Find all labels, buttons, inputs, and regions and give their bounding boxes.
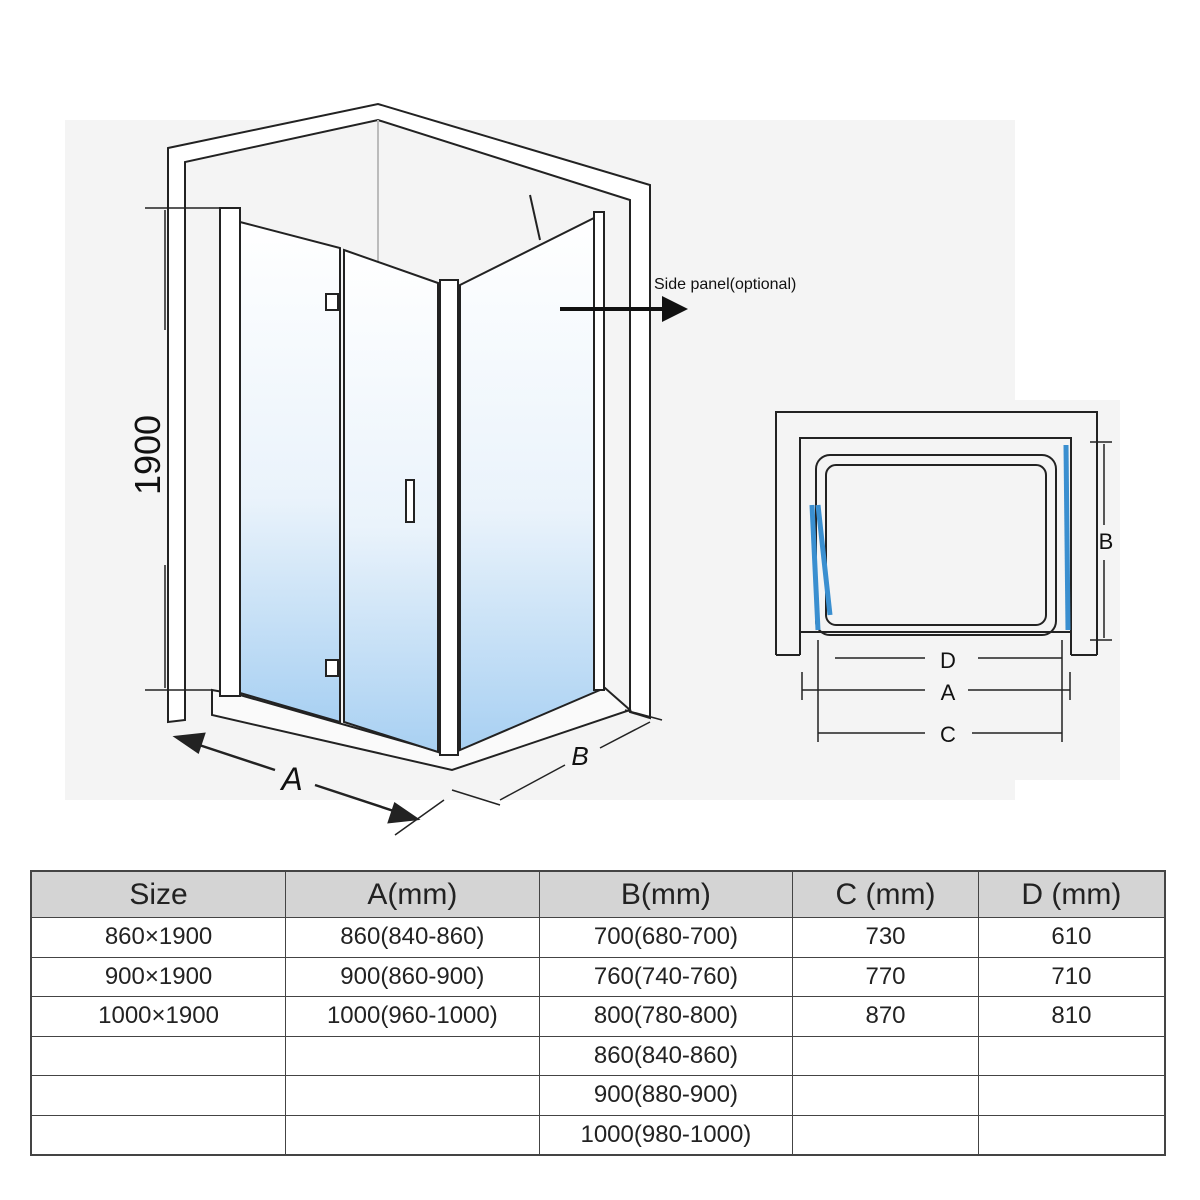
table-cell: 730	[792, 917, 979, 958]
header-size: Size	[30, 870, 287, 918]
table-cell: 710	[977, 956, 1166, 997]
table-cell: 900×1900	[30, 956, 287, 997]
table-cell	[285, 1114, 540, 1156]
table-cell: 860(840-860)	[285, 917, 540, 958]
header-b: B(mm)	[538, 870, 794, 918]
table-cell	[977, 1035, 1166, 1076]
plan-label-c: C	[940, 722, 956, 747]
table-cell	[30, 1114, 287, 1156]
table-row: 1000(980-1000)	[30, 1114, 1166, 1156]
table-cell: 860×1900	[30, 917, 287, 958]
table-cell: 760(740-760)	[538, 956, 794, 997]
table-cell	[977, 1075, 1166, 1116]
plan-label-b: B	[1099, 529, 1114, 554]
height-dimension	[145, 207, 222, 691]
shower-tray	[211, 686, 632, 772]
table-cell	[285, 1075, 540, 1116]
plan-label-d: D	[940, 648, 956, 673]
plan-label-a: A	[941, 680, 956, 705]
door-panels	[219, 194, 605, 756]
depth-dimension	[451, 709, 663, 806]
table-cell: 900(860-900)	[285, 956, 540, 997]
table-cell: 610	[977, 917, 1166, 958]
table-cell	[30, 1035, 287, 1076]
table-cell: 810	[977, 996, 1166, 1037]
table-header-row: Size A(mm) B(mm) C (mm) D (mm)	[30, 870, 1166, 918]
table-cell	[792, 1075, 979, 1116]
table-cell	[30, 1075, 287, 1116]
depth-label-b: B	[571, 741, 588, 771]
table-cell	[977, 1114, 1166, 1156]
table-cell	[792, 1035, 979, 1076]
table-cell: 700(680-700)	[538, 917, 794, 958]
height-label: 1900	[127, 415, 168, 495]
table-cell: 800(780-800)	[538, 996, 794, 1037]
table-cell	[285, 1035, 540, 1076]
header-c: C (mm)	[792, 870, 979, 918]
side-panel-label: Side panel(optional)	[654, 276, 796, 293]
shower-diagram: 1900 A B Side panel(optional)	[65, 102, 1120, 836]
header-a: A(mm)	[285, 870, 540, 918]
width-label-a: A	[279, 761, 302, 797]
table-cell: 860(840-860)	[538, 1035, 794, 1076]
header-d: D (mm)	[977, 870, 1166, 918]
table-row: 860(840-860)	[30, 1035, 1166, 1076]
table-cell: 1000(980-1000)	[538, 1114, 794, 1156]
plan-view	[760, 400, 1120, 780]
table-cell: 870	[792, 996, 979, 1037]
width-dimension	[172, 732, 445, 836]
table-row: 900(880-900)	[30, 1075, 1166, 1116]
table-cell: 1000×1900	[30, 996, 287, 1037]
table-cell: 1000(960-1000)	[285, 996, 540, 1037]
plan-dimensions	[801, 441, 1112, 742]
side-panel-arrow	[560, 296, 688, 322]
table-cell: 900(880-900)	[538, 1075, 794, 1116]
table-cell: 770	[792, 956, 979, 997]
table-cell	[792, 1114, 979, 1156]
